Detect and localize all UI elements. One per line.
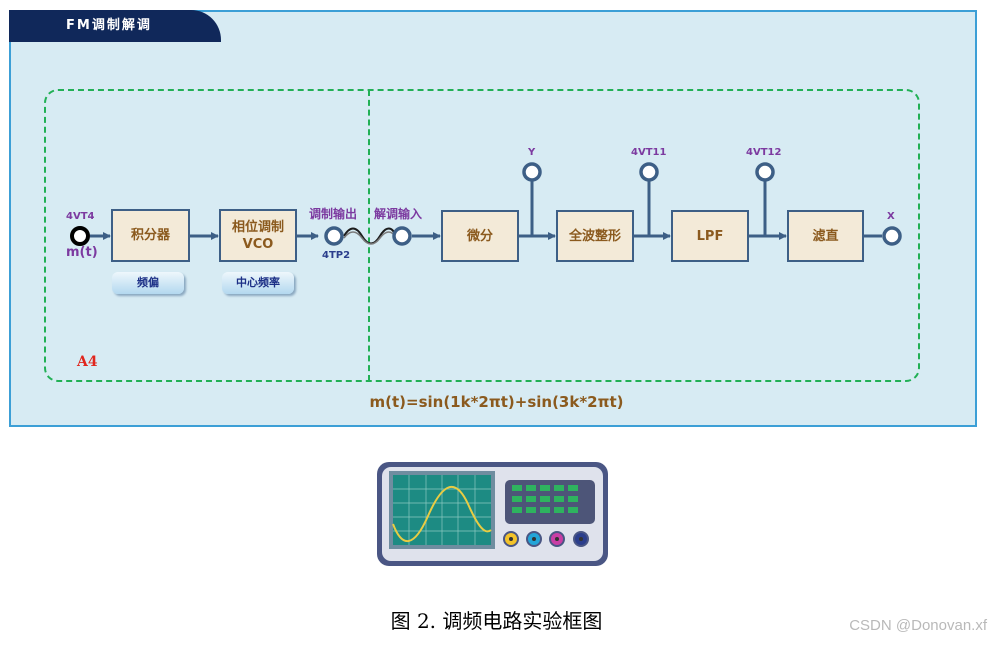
demod-input-label: 解调输入 xyxy=(374,207,423,221)
testpoint-y xyxy=(522,162,542,182)
panel-title: FM调制解调 xyxy=(9,10,221,42)
testpoint-4vt11 xyxy=(639,162,659,182)
figure-caption: 图 2. 调频电路实验框图 xyxy=(390,609,603,633)
rectifier-block: 全波整形 xyxy=(556,210,634,262)
input-testpoint-label: 4VT4 xyxy=(66,211,95,222)
output-terminal xyxy=(882,226,902,246)
differentiator-block: 微分 xyxy=(441,210,519,262)
vco-label-line2: VCO xyxy=(242,236,274,252)
mod-output-label: 调制输出 xyxy=(309,207,358,221)
center-frequency-button[interactable]: 中心频率 xyxy=(222,272,294,294)
testpoint-4vt12 xyxy=(755,162,775,182)
watermark: CSDN @Donovan.xf xyxy=(849,617,987,634)
dc-block: 滤直 xyxy=(787,210,864,262)
dc-block-label: 滤直 xyxy=(812,228,839,244)
module-divider xyxy=(368,90,370,381)
module-boundary xyxy=(44,89,920,382)
input-signal-formula: m(t)=sin(1k*2πt)+sin(3k*2πt) xyxy=(369,393,624,411)
testpoint-4vt11-label: 4VT11 xyxy=(631,147,667,158)
input-terminal xyxy=(70,226,90,246)
oscilloscope-illustration xyxy=(377,462,608,566)
module-label: A4 xyxy=(77,354,98,370)
vco-block: 相位调制 VCO xyxy=(219,209,297,262)
differentiator-label: 微分 xyxy=(466,228,493,244)
vco-label-line1: 相位调制 xyxy=(231,219,284,235)
lpf-block: LPF xyxy=(671,210,749,262)
freq-deviation-button[interactable]: 频偏 xyxy=(112,272,184,294)
lpf-label: LPF xyxy=(696,228,724,244)
demod-input-terminal xyxy=(392,226,412,246)
rectifier-label: 全波整形 xyxy=(568,228,621,244)
tp2-label: 4TP2 xyxy=(322,250,351,261)
output-x-label: X xyxy=(887,211,895,222)
integrator-block: 积分器 xyxy=(111,209,190,262)
mod-output-terminal xyxy=(324,226,344,246)
testpoint-y-label: Y xyxy=(528,147,536,158)
input-signal-label: m(t) xyxy=(66,245,98,260)
integrator-label: 积分器 xyxy=(130,228,170,243)
testpoint-4vt12-label: 4VT12 xyxy=(746,147,782,158)
cable-wavy xyxy=(343,227,397,245)
